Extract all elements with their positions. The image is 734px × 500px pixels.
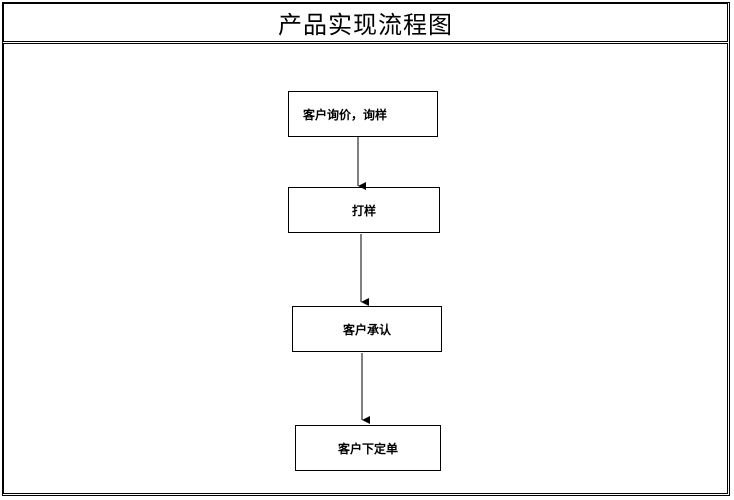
flow-node-customer-approval: 客户承认	[292, 306, 442, 352]
flow-node-customer-inquiry: 客户询价，询样	[288, 91, 438, 137]
title-bar: 产品实现流程图	[3, 3, 728, 42]
flow-node-customer-order: 客户下定单	[295, 425, 441, 471]
flow-node-label: 打样	[351, 203, 376, 218]
flow-node-label: 客户下定单	[337, 441, 398, 456]
flow-node-sampling: 打样	[288, 187, 440, 233]
flow-node-label: 客户承认	[342, 322, 391, 337]
page-title: 产品实现流程图	[278, 11, 453, 39]
flow-node-label: 客户询价，询样	[303, 107, 388, 122]
